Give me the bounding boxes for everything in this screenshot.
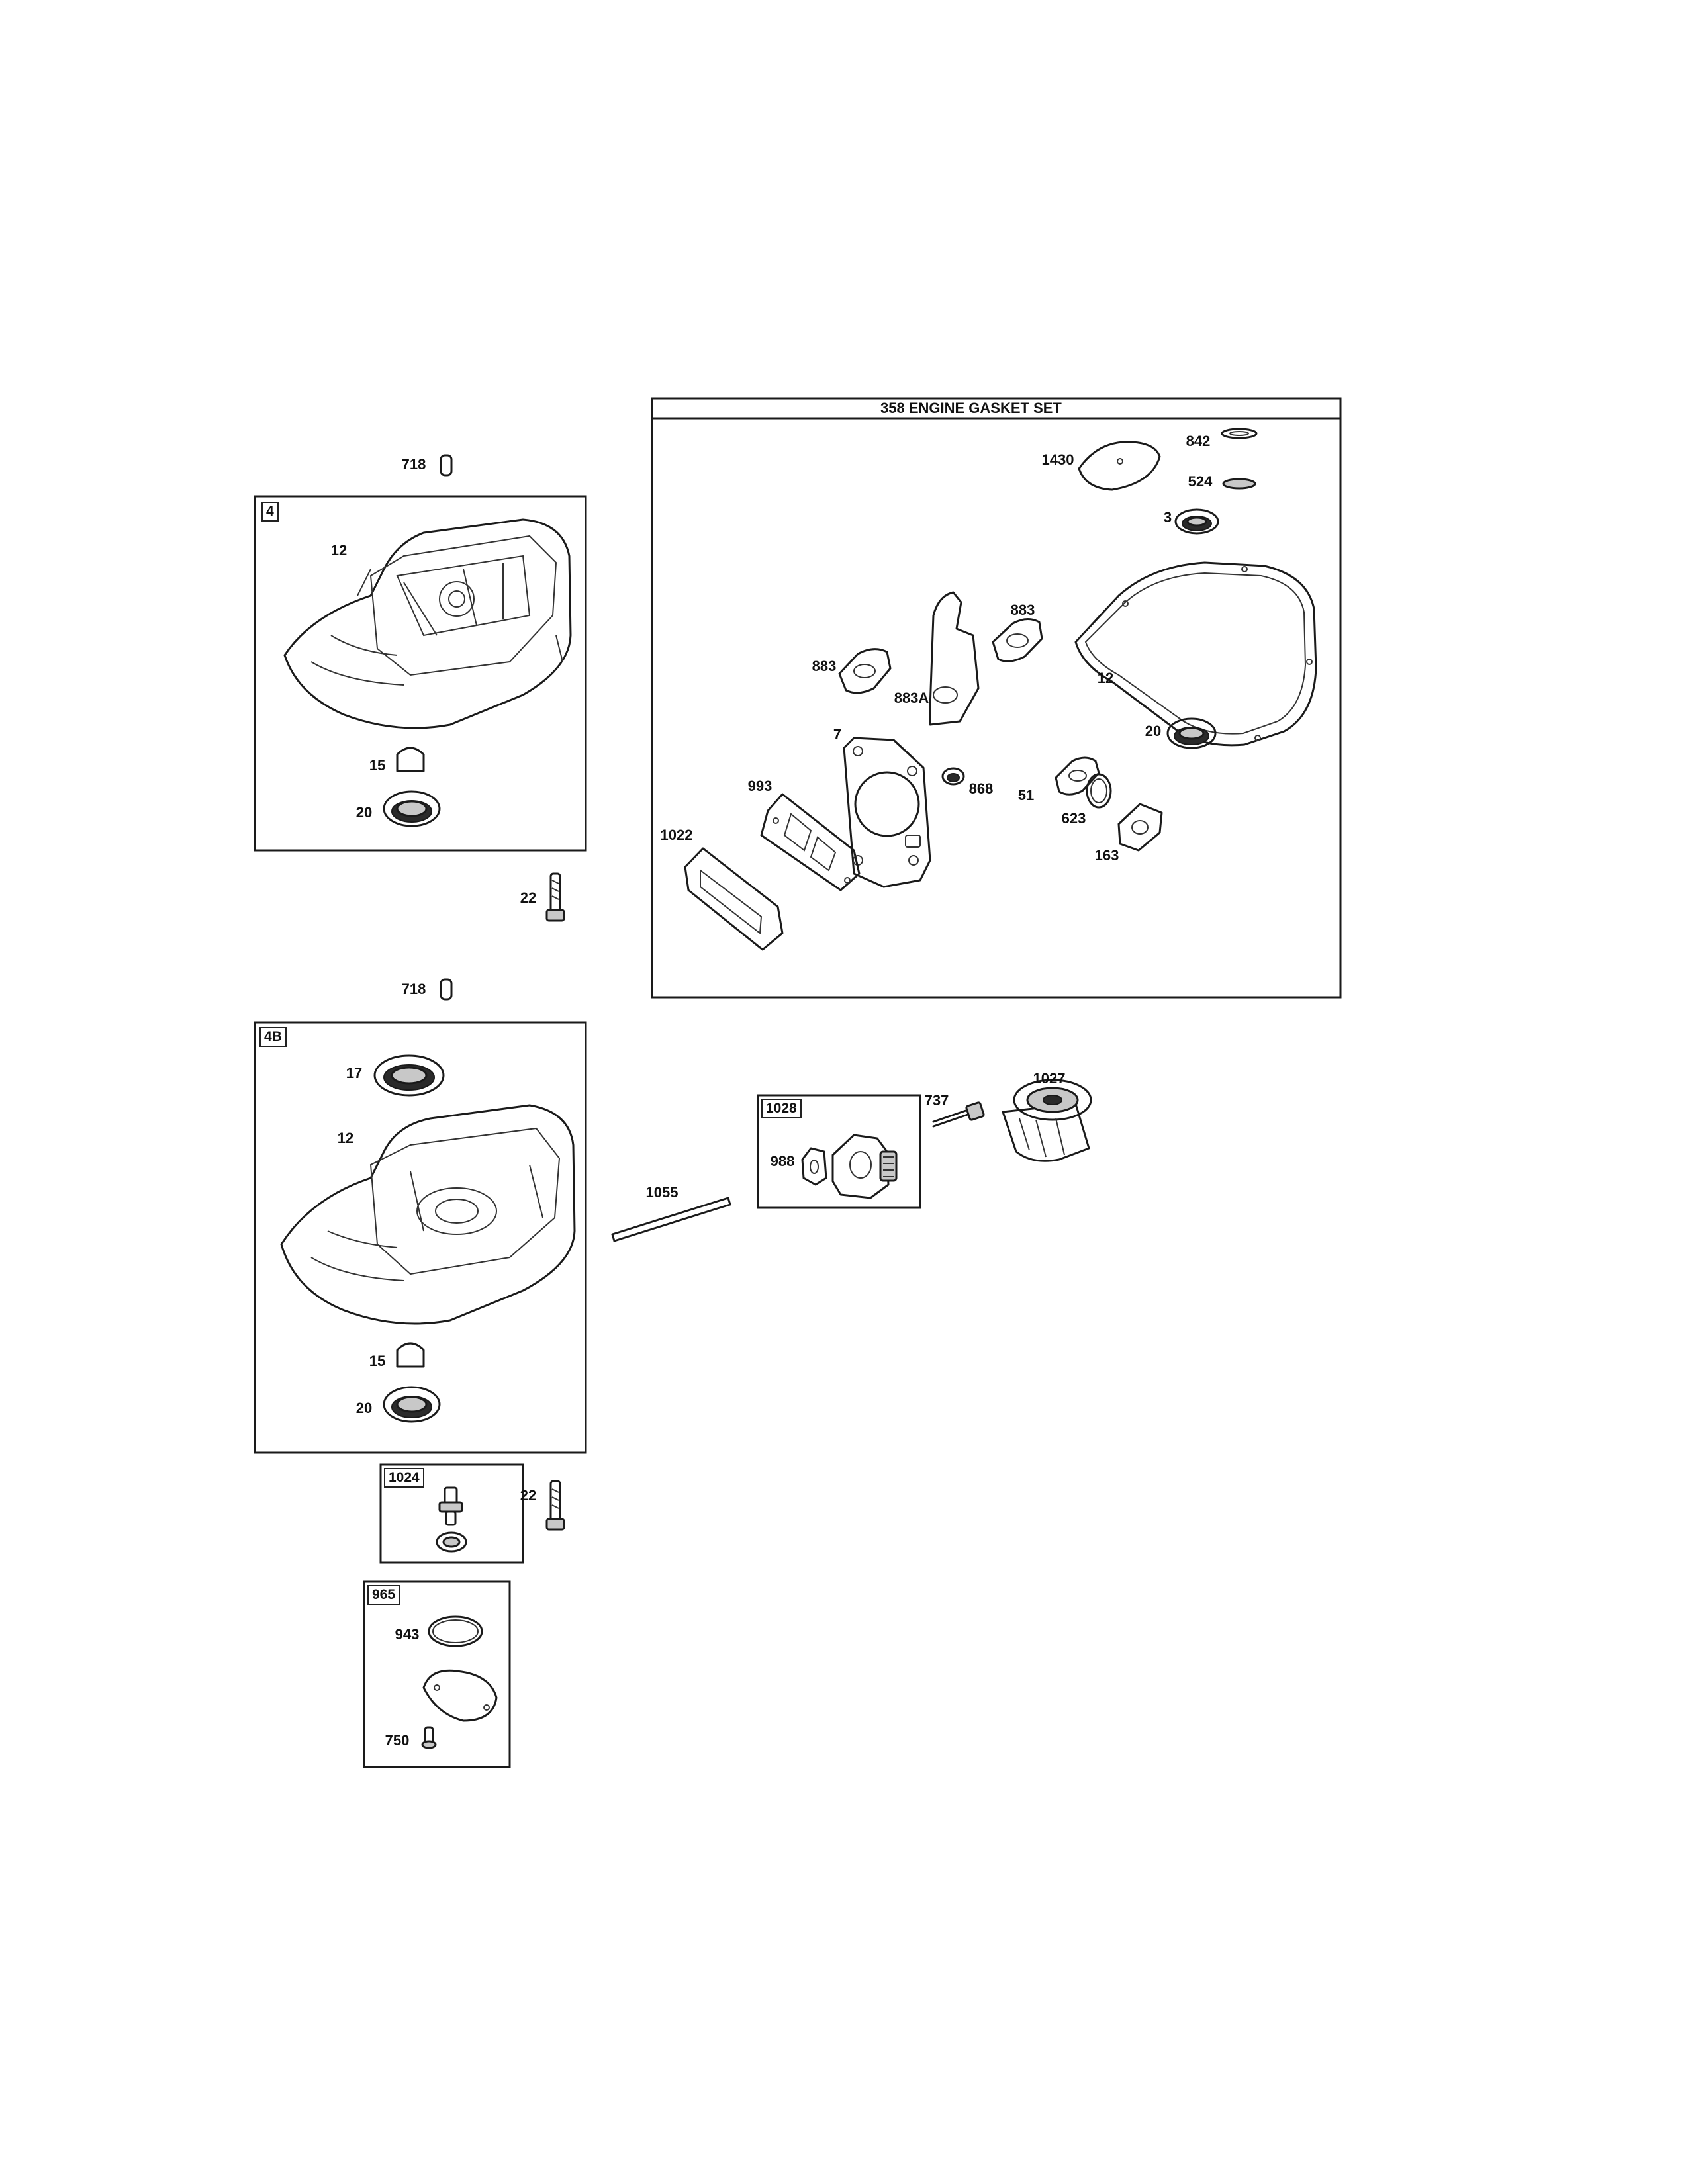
callout-20-a: 20 [355,804,373,821]
callout-51: 51 [1017,787,1035,803]
group-tag-4b: 4B [259,1027,287,1047]
washer-842-part [1221,428,1258,439]
callout-883-left: 883 [812,658,837,674]
callout-1430: 1430 [1041,451,1074,468]
callout-842: 842 [1186,433,1211,449]
callout-623: 623 [1061,810,1086,827]
dipstick-tube-1055-part [611,1197,731,1242]
head-gasket-7-part [843,737,931,888]
gasket-883-left-part [838,648,892,694]
callout-12-b: 12 [337,1130,354,1146]
callout-20-b: 20 [355,1400,373,1416]
callout-15-a: 15 [369,757,386,774]
sump-a-frame [254,495,587,852]
gasket-163-part [1117,803,1163,852]
sump-b-frame [254,1021,587,1454]
gasket-883A-part [929,591,980,726]
gasket-988-part [801,1147,827,1186]
group-tag-4: 4 [261,502,279,522]
bearing-17-part [373,1054,445,1097]
callout-883-right: 883 [1010,602,1035,618]
sump-a-part [283,518,572,729]
callout-12-a: 12 [330,542,348,559]
oil-filter-adapter-frame [757,1094,921,1209]
seal-3-part [1174,508,1219,535]
callout-988: 988 [770,1153,795,1169]
bolt-22-a-part [545,872,565,922]
plug-15-b-part [396,1342,425,1368]
gasket-kit-frame [651,397,1342,999]
group-tag-1024: 1024 [384,1468,424,1488]
oil-filter-1027-part [1002,1079,1092,1162]
callout-3: 3 [1163,509,1172,525]
sump-b-part [280,1104,576,1325]
plug-15-a-part [396,747,425,772]
screw-718-mid-part [440,978,453,1001]
bolt-737-part [932,1101,985,1128]
callout-1027: 1027 [1033,1070,1066,1087]
callout-22-a: 22 [520,889,537,906]
callout-17: 17 [346,1065,363,1081]
group-tag-1028: 1028 [761,1099,802,1118]
callout-718-mid: 718 [401,981,426,997]
callout-20-kit: 20 [1145,723,1162,739]
seal-868-part [941,767,965,786]
callout-883A: 883A [894,690,929,706]
screw-718-top-part [440,454,453,477]
cover-kit-frame [363,1580,511,1768]
gasket-51-part [1055,756,1100,796]
seal-20-kit-part [1166,717,1217,749]
gasket-883-right-part [992,618,1043,662]
washer-524-part [1222,478,1256,490]
callout-163: 163 [1094,847,1119,864]
callout-737: 737 [924,1092,949,1109]
cover-plate-part [422,1669,498,1722]
gasket-kit-title: 358 ENGINE GASKET SET [880,400,1062,416]
screw-750-part [421,1726,437,1749]
callout-993: 993 [747,778,773,794]
breather-frame [379,1463,524,1564]
callout-22-b: 22 [520,1487,537,1504]
gasket-1022-part [684,847,784,951]
callout-1022: 1022 [660,827,693,843]
gasket-993-part [760,793,861,891]
gasket-12-kit-part [1074,561,1317,747]
callout-718-top: 718 [401,456,426,473]
callout-15-b: 15 [369,1353,386,1369]
breather-1024-part [436,1486,467,1553]
callout-868: 868 [968,780,994,797]
callout-12-kit: 12 [1097,670,1114,686]
gasket-1430-part [1078,441,1161,491]
seal-20-a-part [383,790,441,827]
callout-943: 943 [395,1626,420,1643]
callout-750: 750 [385,1732,410,1749]
callout-7: 7 [833,726,842,743]
group-tag-965: 965 [367,1585,400,1605]
gasket-623-part [1086,773,1112,809]
callout-1055: 1055 [645,1184,679,1201]
callout-524: 524 [1188,473,1213,490]
bolt-22-b-part [545,1480,565,1531]
oil-filter-adapter-part [831,1134,898,1199]
seal-20-b-part [383,1386,441,1423]
oring-943-part [428,1615,483,1647]
